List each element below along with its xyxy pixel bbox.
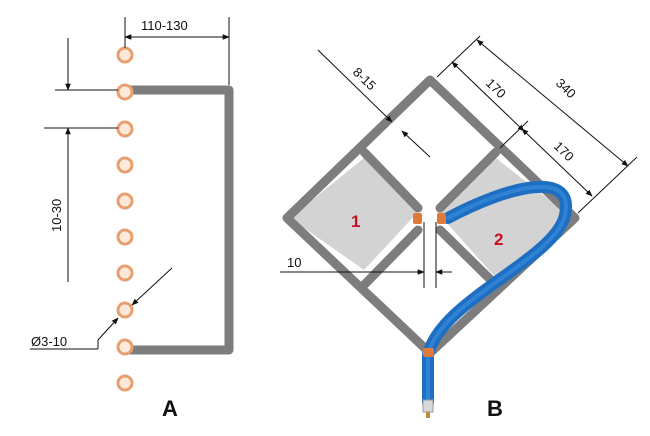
coax-cable	[422, 180, 572, 408]
dim-side-label: 340	[553, 75, 579, 101]
hole	[116, 374, 134, 392]
dim-width	[124, 17, 230, 85]
panel-b: 1 2 8-15 170 170 340	[280, 35, 638, 421]
panel-a-frame	[120, 85, 234, 355]
dim-gap	[317, 49, 431, 158]
dim-side-lines	[436, 35, 638, 214]
cable-end	[422, 399, 434, 418]
hole	[116, 338, 134, 356]
quadrant-1-fill	[290, 158, 418, 270]
dim-feed-gap-label: 10	[287, 255, 301, 270]
hole	[116, 301, 134, 319]
section-2-label: 2	[494, 230, 503, 249]
feed-connectors	[413, 213, 446, 357]
hole	[116, 228, 134, 246]
dim-half-side-1-label: 170	[483, 75, 509, 101]
mounting-holes	[116, 46, 134, 392]
hole	[116, 83, 134, 101]
dim-spacing-label: 10-30	[49, 199, 64, 232]
feed-connector-right	[437, 213, 446, 224]
dim-spacing	[44, 38, 118, 282]
feed-connector-bottom	[423, 348, 434, 357]
panel-a: 110-130 10-30 Ø3-10 A	[30, 17, 234, 421]
hole	[116, 156, 134, 174]
hole	[116, 46, 134, 64]
hole	[116, 264, 134, 282]
feed-connector-left	[413, 213, 422, 224]
quadrant-fills	[290, 158, 572, 278]
panel-a-label: A	[162, 396, 178, 421]
dim-width-label: 110-130	[141, 18, 188, 33]
dim-feed-gap	[280, 222, 452, 288]
section-1-label: 1	[351, 212, 360, 231]
dim-gap-label: 8-15	[350, 64, 379, 93]
quadrant-2-fill	[437, 158, 572, 278]
dim-diameter-label: Ø3-10	[31, 334, 67, 349]
hole	[116, 192, 134, 210]
panel-b-label: B	[487, 396, 503, 421]
hole	[116, 120, 134, 138]
dim-diameter	[30, 267, 173, 350]
